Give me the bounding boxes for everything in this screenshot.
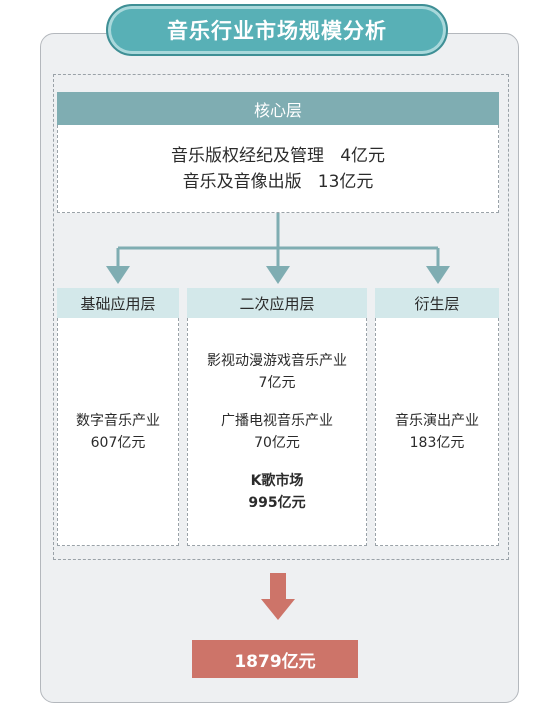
derivative-layer-header: 衍生层 [375,288,499,318]
total-market-size: 1879亿元 [192,640,358,678]
item-value: 995亿元 [248,494,306,511]
layer-item: 影视动漫游戏音乐产业 7亿元 [207,350,347,394]
item-value: 607亿元 [90,434,146,451]
core-layer-header: 核心层 [57,92,499,125]
layer-item: 广播电视音乐产业 70亿元 [221,410,333,454]
arrowhead-icon [106,266,130,284]
secondary-layer-body: 影视动漫游戏音乐产业 7亿元 广播电视音乐产业 70亿元 K歌市场 995亿元 [187,318,367,546]
item-name: 影视动漫游戏音乐产业 [207,352,347,369]
layer-item-highlight: K歌市场 995亿元 [248,470,305,514]
branch-arrows [116,213,440,266]
derivative-layer-body: 音乐演出产业 183亿元 [375,318,499,546]
layers-frame [53,74,509,560]
item-value: 7亿元 [258,374,296,391]
item-value: 183亿元 [409,434,465,451]
diagram-title: 音乐行业市场规模分析 [106,4,448,56]
arrowhead-icon [266,266,290,284]
core-layer-body: 音乐版权经纪及管理 4亿元 音乐及音像出版 13亿元 [57,125,499,213]
item-name: K歌市场 [250,472,304,489]
total-arrow-icon [261,573,295,620]
item-value: 70亿元 [254,434,300,451]
item-name: 音乐演出产业 [395,412,479,429]
secondary-layer-header: 二次应用层 [187,288,367,318]
layer-item: 音乐演出产业 183亿元 [395,410,479,454]
arrowhead-icon [426,266,450,284]
item-name: 广播电视音乐产业 [221,412,333,429]
item-name: 数字音乐产业 [76,412,160,429]
core-item: 音乐版权经纪及管理 4亿元 [170,145,386,166]
foundation-layer-body: 数字音乐产业 607亿元 [57,318,179,546]
layer-item: 数字音乐产业 607亿元 [76,410,160,454]
foundation-layer-header: 基础应用层 [57,288,179,318]
core-item: 音乐及音像出版 13亿元 [182,171,374,192]
